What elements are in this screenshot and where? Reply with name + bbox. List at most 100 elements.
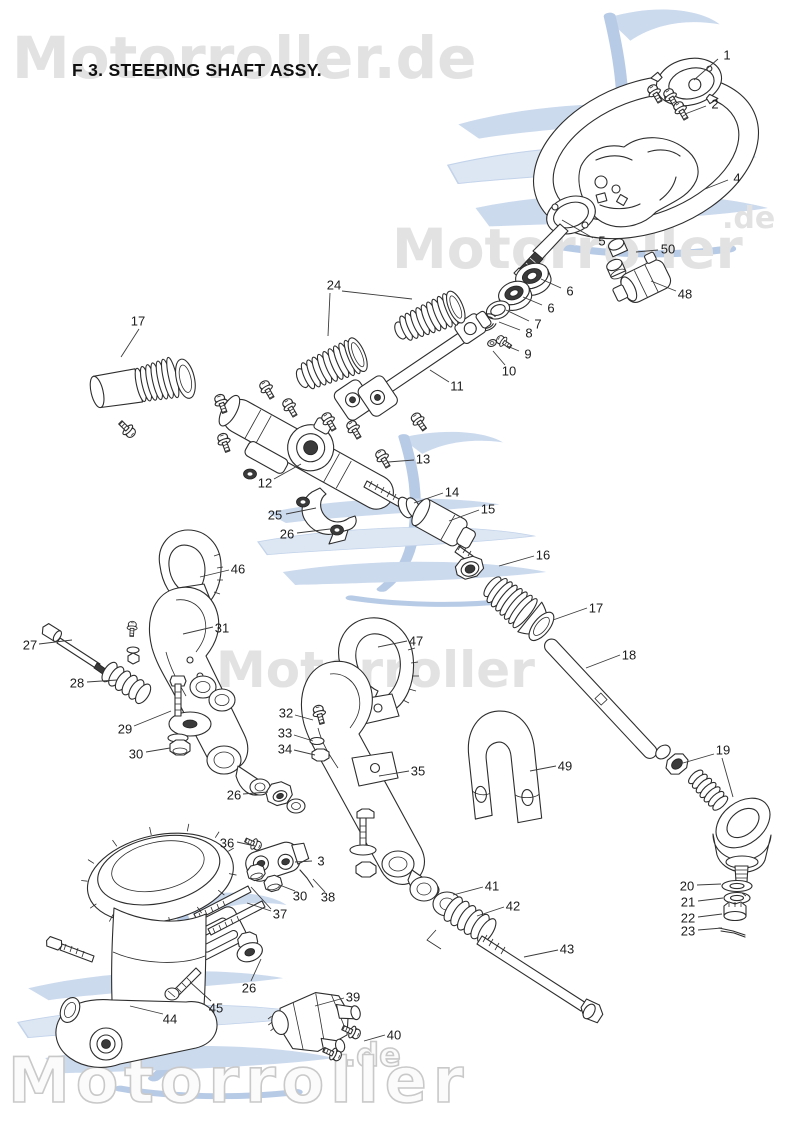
svg-text:8: 8 xyxy=(525,326,532,341)
svg-text:26: 26 xyxy=(280,527,294,542)
svg-text:10: 10 xyxy=(502,364,516,379)
svg-text:39: 39 xyxy=(346,990,360,1005)
part-label-41: 41 xyxy=(452,879,499,896)
svg-text:29: 29 xyxy=(118,722,132,737)
part-label-10: 10 xyxy=(492,350,516,379)
part-label-35: 35 xyxy=(378,764,425,779)
part-label-38: 38 xyxy=(312,878,335,905)
svg-text:18: 18 xyxy=(622,648,636,663)
part-label-20: 20 xyxy=(680,879,722,894)
part-label-17: 17 xyxy=(120,314,145,358)
u-bracket-drawing xyxy=(467,710,543,824)
svg-text:13: 13 xyxy=(416,452,430,467)
part-label-27: 27 xyxy=(23,638,73,653)
part-label-11: 11 xyxy=(429,369,464,394)
svg-text:35: 35 xyxy=(411,764,425,779)
wm-top: Motorroller.de xyxy=(12,24,477,92)
svg-text:12: 12 xyxy=(258,476,272,491)
tie-rod-drawing xyxy=(483,576,772,938)
svg-text:6: 6 xyxy=(547,301,554,316)
svg-text:26: 26 xyxy=(227,788,241,803)
svg-text:9: 9 xyxy=(524,347,531,362)
svg-text:20: 20 xyxy=(680,879,694,894)
part-label-48: 48 xyxy=(650,280,692,302)
part-label-36: 36 xyxy=(220,836,256,851)
svg-text:47: 47 xyxy=(409,634,423,649)
part-label-17: 17 xyxy=(552,601,603,621)
svg-text:31: 31 xyxy=(215,621,229,636)
part-label-7: 7 xyxy=(505,309,542,332)
steering-wheel-drawing xyxy=(513,74,760,282)
part-label-5: 5 xyxy=(561,219,606,249)
svg-text:30: 30 xyxy=(293,889,307,904)
part-label-6: 6 xyxy=(540,278,574,299)
part-label-26: 26 xyxy=(227,788,269,803)
svg-text:22: 22 xyxy=(681,911,695,926)
part-label-31: 31 xyxy=(182,621,229,636)
wm-bottom-de: .de xyxy=(344,1036,401,1074)
svg-text:38: 38 xyxy=(321,890,335,905)
part-label-19: 19 xyxy=(682,743,734,798)
part-label-25: 25 xyxy=(268,508,317,523)
svg-text:19: 19 xyxy=(716,743,730,758)
svg-text:25: 25 xyxy=(268,508,282,523)
svg-text:28: 28 xyxy=(70,676,84,691)
part-label-28: 28 xyxy=(70,676,118,691)
svg-text:43: 43 xyxy=(560,942,574,957)
part-label-37: 37 xyxy=(246,886,287,922)
svg-text:21: 21 xyxy=(681,895,695,910)
svg-text:30: 30 xyxy=(129,747,143,762)
part-label-32: 32 xyxy=(279,706,314,721)
figure-title: F 3. STEERING SHAFT ASSY. xyxy=(72,60,322,80)
part-label-50: 50 xyxy=(635,242,675,257)
part-label-8: 8 xyxy=(498,321,533,341)
part-label-30: 30 xyxy=(129,747,171,762)
part-label-13: 13 xyxy=(387,452,430,467)
svg-text:3: 3 xyxy=(317,854,324,869)
svg-text:7: 7 xyxy=(534,317,541,332)
part-label-33: 33 xyxy=(278,726,314,742)
svg-text:14: 14 xyxy=(445,485,459,500)
junction-block-drawing xyxy=(267,992,364,1064)
svg-text:48: 48 xyxy=(678,287,692,302)
part-label-21: 21 xyxy=(681,895,724,910)
steering-rack-drawing xyxy=(115,377,485,580)
svg-text:11: 11 xyxy=(450,379,464,394)
svg-text:36: 36 xyxy=(220,836,234,851)
svg-text:4: 4 xyxy=(733,171,740,186)
part-label-47: 47 xyxy=(377,634,423,649)
left-arm-drawing xyxy=(41,529,271,796)
part-label-14: 14 xyxy=(413,485,459,504)
part-label-6: 6 xyxy=(522,296,555,316)
svg-text:1: 1 xyxy=(723,48,730,63)
part-label-1: 1 xyxy=(693,48,731,81)
master-cylinder-drawing xyxy=(46,823,237,1068)
part-label-39: 39 xyxy=(314,990,360,1007)
part-label-4: 4 xyxy=(704,171,741,190)
svg-text:42: 42 xyxy=(506,899,520,914)
part-label-34: 34 xyxy=(278,742,316,757)
intermediate-shaft-drawing xyxy=(333,310,492,421)
part-label-15: 15 xyxy=(448,502,495,522)
part-label-49: 49 xyxy=(529,759,572,774)
steering-column-parts xyxy=(474,238,672,352)
part-label-30: 30 xyxy=(276,883,307,904)
svg-text:37: 37 xyxy=(273,907,287,922)
part-label-16: 16 xyxy=(498,548,550,567)
bellows-17-left-drawing xyxy=(89,356,196,409)
svg-text:16: 16 xyxy=(536,548,550,563)
svg-text:44: 44 xyxy=(163,1012,177,1027)
wm-mid-de: .de xyxy=(722,201,775,236)
svg-text:41: 41 xyxy=(485,879,499,894)
part-label-42: 42 xyxy=(476,899,520,917)
svg-text:26: 26 xyxy=(242,981,256,996)
svg-text:46: 46 xyxy=(231,562,245,577)
svg-text:2: 2 xyxy=(711,97,718,112)
svg-text:24: 24 xyxy=(327,278,341,293)
svg-text:6: 6 xyxy=(566,284,573,299)
pivot-bolt-drawing xyxy=(409,876,604,1024)
part-label-44: 44 xyxy=(129,1005,177,1027)
part-label-40: 40 xyxy=(363,1028,401,1043)
